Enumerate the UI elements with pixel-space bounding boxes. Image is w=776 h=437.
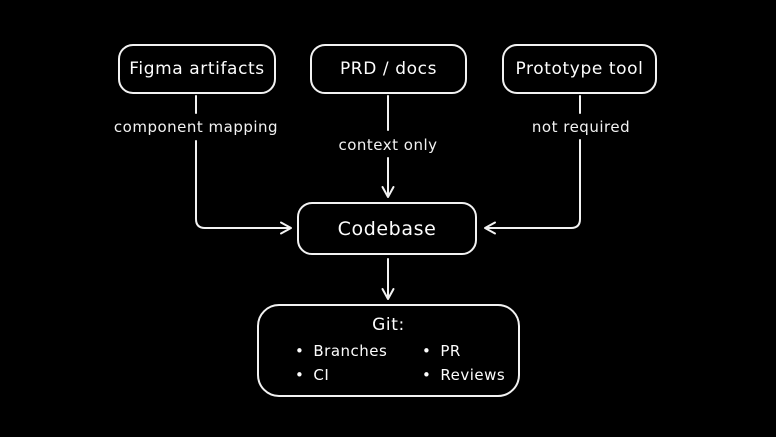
edge-label-not-required: not required [531, 118, 631, 136]
node-figma-artifacts: Figma artifacts [118, 44, 276, 94]
node-codebase: Codebase [297, 202, 477, 255]
node-codebase-label: Codebase [337, 217, 437, 240]
node-prd-docs: PRD / docs [310, 44, 467, 94]
git-bullet-ci: CI [295, 366, 422, 384]
node-prototype-tool: Prototype tool [502, 44, 657, 94]
git-bullet-branches: Branches [295, 342, 422, 360]
edge-label-component-mapping: component mapping [113, 118, 279, 136]
git-bullet-pr: PR [422, 342, 505, 360]
git-node-title: Git: [372, 315, 405, 335]
git-bullet-column-right: PR Reviews [422, 342, 505, 384]
node-figma-artifacts-label: Figma artifacts [129, 59, 265, 79]
git-bullet-reviews: Reviews [422, 366, 505, 384]
edge-label-context-only: context only [338, 136, 438, 154]
node-prototype-tool-label: Prototype tool [515, 59, 644, 79]
node-git: Git: Branches CI PR Reviews [257, 304, 520, 397]
git-bullet-column-left: Branches CI [295, 342, 422, 384]
git-bullet-columns: Branches CI PR Reviews [259, 342, 518, 384]
arrow-figma-to-codebase [195, 95, 292, 235]
node-prd-docs-label: PRD / docs [339, 59, 438, 79]
arrow-prototype-to-codebase [484, 95, 581, 235]
arrow-codebase-to-git [381, 258, 395, 300]
